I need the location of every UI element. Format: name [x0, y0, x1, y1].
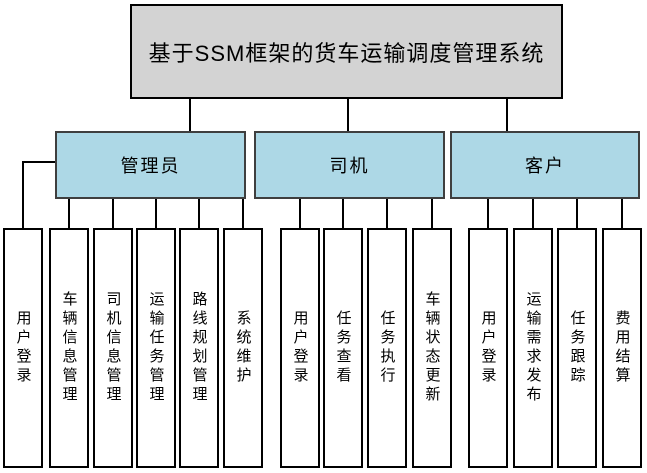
leaf-node-vehicle-info-management: 车辆信息管理 — [49, 228, 89, 468]
group-label-customer: 客户 — [525, 156, 565, 176]
leaf-node-task-view: 任务查看 — [323, 228, 363, 468]
connector-line — [347, 99, 349, 131]
connector-line — [189, 99, 191, 131]
connector-line — [112, 199, 114, 228]
leaf-node-system-maintenance: 系统维护 — [223, 228, 263, 468]
leaf-label: 司机信息管理 — [104, 291, 122, 405]
connector-line — [431, 199, 433, 228]
connector-line — [506, 99, 508, 131]
leaf-node-route-planning-management: 路线规划管理 — [179, 228, 219, 468]
leaf-label: 车辆状态更新 — [423, 291, 441, 405]
connector-line — [487, 199, 489, 228]
connector-line — [242, 199, 244, 228]
group-node-admin: 管理员 — [55, 131, 246, 199]
leaf-label: 任务查看 — [334, 310, 352, 386]
connector-line — [198, 199, 200, 228]
connector-line — [621, 199, 623, 228]
leaf-node-driver-user-login: 用户登录 — [280, 228, 320, 468]
connector-line — [386, 199, 388, 228]
group-node-driver: 司机 — [254, 131, 445, 199]
connector-line — [155, 199, 157, 228]
connector-line — [68, 199, 70, 228]
leaf-node-transport-task-management: 运输任务管理 — [136, 228, 176, 468]
leaf-label: 路线规划管理 — [190, 291, 208, 405]
leaf-node-transport-demand-publish: 运输需求发布 — [513, 228, 553, 468]
leaf-node-fee-settlement: 费用结算 — [602, 228, 642, 468]
leaf-node-admin-user-login: 用户登录 — [3, 228, 43, 468]
leaf-node-driver-info-management: 司机信息管理 — [93, 228, 133, 468]
leaf-label: 系统维护 — [234, 310, 252, 386]
connector-line — [299, 199, 301, 228]
group-label-admin: 管理员 — [120, 156, 181, 176]
group-node-customer: 客户 — [450, 131, 640, 199]
connector-line — [576, 199, 578, 228]
title-label: 基于SSM框架的货车运输调度管理系统 — [148, 40, 545, 66]
title-node: 基于SSM框架的货车运输调度管理系统 — [130, 4, 563, 99]
group-label-driver: 司机 — [329, 156, 370, 176]
leaf-label: 运输任务管理 — [147, 291, 165, 405]
leaf-label: 任务跟踪 — [568, 310, 586, 386]
leaf-node-task-tracking: 任务跟踪 — [557, 228, 597, 468]
leaf-node-vehicle-status-update: 车辆状态更新 — [412, 228, 452, 468]
leaf-label: 运输需求发布 — [524, 291, 542, 405]
connector-line — [342, 199, 344, 228]
connector-line — [22, 161, 55, 163]
leaf-label: 用户登录 — [14, 310, 32, 386]
leaf-label: 任务执行 — [378, 310, 396, 386]
connector-line — [532, 199, 534, 228]
leaf-label: 用户登录 — [291, 310, 309, 386]
leaf-label: 费用结算 — [613, 310, 631, 386]
connector-line — [22, 161, 24, 228]
leaf-node-customer-user-login: 用户登录 — [468, 228, 508, 468]
leaf-label: 车辆信息管理 — [60, 291, 78, 405]
leaf-node-task-execution: 任务执行 — [367, 228, 407, 468]
leaf-label: 用户登录 — [479, 310, 497, 386]
